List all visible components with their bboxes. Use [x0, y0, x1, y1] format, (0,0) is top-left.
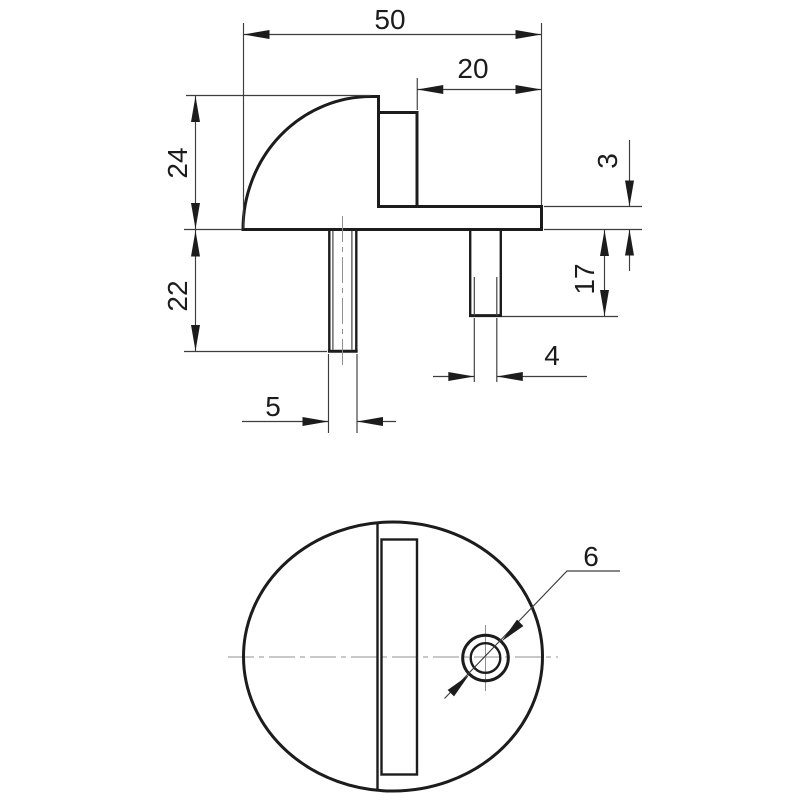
leader-line [444, 570, 620, 699]
left-pin-outline [328, 231, 358, 352]
arrowhead-left [357, 417, 383, 426]
dim-label-50: 50 [374, 4, 405, 35]
dim-left-pin-diameter: 5 [242, 354, 396, 433]
arrowhead-down [191, 203, 200, 229]
plan-view: 6 [228, 520, 620, 793]
side-view: 50 20 24 22 [162, 4, 642, 433]
plan-body-circle [242, 520, 544, 793]
arrowhead-left [496, 372, 523, 381]
hole-outer-circle [461, 633, 510, 683]
dim-left-vertical-chain: 24 22 [162, 94, 371, 353]
extension-line [473, 318, 498, 382]
arrowhead-up [191, 230, 200, 257]
arrowhead-up [600, 230, 609, 256]
plan-tab-rect [380, 538, 419, 776]
arrowhead-left [243, 30, 270, 39]
side-body-outline [241, 95, 543, 231]
arrowhead-right [515, 85, 542, 94]
dim-label-6: 6 [583, 541, 599, 572]
arrowhead-up [625, 229, 634, 256]
dim-right-pin-diameter: 4 [433, 318, 587, 382]
arrowhead-up-right [447, 671, 473, 697]
dim-flange-width: 20 [416, 53, 542, 110]
arrowhead-right [515, 30, 542, 39]
arrowhead-down [625, 180, 634, 207]
extension-line [327, 354, 358, 433]
dim-label-17: 17 [569, 263, 600, 294]
extension-line [242, 23, 543, 228]
left-pin [327, 216, 358, 366]
hole-inner-circle [469, 642, 502, 675]
dim-hole-diameter: 6 [444, 541, 620, 699]
arrowhead-down-left [498, 619, 524, 645]
right-pin [469, 231, 502, 318]
left-pin-thread-lines [332, 231, 353, 350]
dim-label-22: 22 [162, 280, 193, 311]
arrowhead-down [191, 325, 200, 351]
right-pin-outline [469, 231, 502, 316]
right-pin-thread-lines [473, 277, 498, 316]
dim-label-3: 3 [592, 153, 623, 169]
dim-overall-width: 50 [242, 4, 543, 228]
arrowhead-left [417, 85, 444, 94]
screw-hole [461, 625, 510, 691]
arrowhead-right [448, 372, 475, 381]
arrowhead-up [191, 96, 200, 122]
dim-label-4: 4 [544, 340, 560, 371]
arrowhead-down [600, 290, 609, 316]
dim-label-24: 24 [162, 147, 193, 178]
arrowhead-right [302, 417, 329, 426]
dim-label-20: 20 [457, 53, 488, 84]
dim-right-pin-length: 17 [502, 228, 642, 318]
dim-label-5: 5 [265, 391, 281, 422]
dim-plate-thickness: 3 [544, 140, 642, 271]
